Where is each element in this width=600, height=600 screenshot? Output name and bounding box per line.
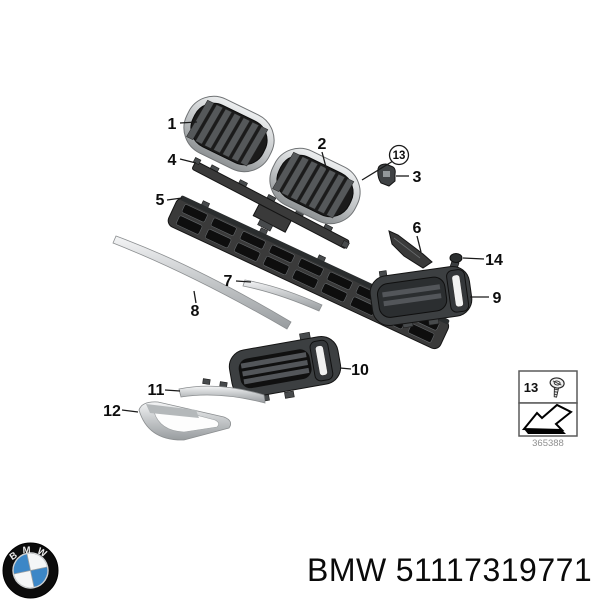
bmw-roundel-quadrants bbox=[12, 552, 49, 589]
callout-5: 5 bbox=[156, 192, 165, 209]
callout-11: 11 bbox=[148, 382, 165, 399]
callout-2: 2 bbox=[318, 136, 327, 153]
callout-12: 12 bbox=[103, 403, 121, 420]
callout-4: 4 bbox=[168, 152, 177, 169]
callout-1: 1 bbox=[168, 116, 177, 133]
callout-7: 7 bbox=[224, 273, 233, 290]
part-7-chrome-strip bbox=[242, 279, 323, 312]
part-4-upper-grille-bar bbox=[192, 157, 350, 249]
arrow-down-left-icon bbox=[521, 403, 573, 434]
part-8-chrome-strip bbox=[112, 235, 292, 330]
part-11-chrome-strip bbox=[178, 378, 266, 404]
part-3-mounting-bracket bbox=[377, 163, 396, 187]
bmw-logo: BMW bbox=[2, 542, 59, 599]
callout-labels: 1 2 3 4 5 6 7 8 9 10 11 12 14 bbox=[103, 116, 503, 420]
grille-slats bbox=[272, 151, 355, 219]
hardware-inset-box: 13 365388 bbox=[518, 370, 578, 449]
inset-label-13: 13 bbox=[524, 380, 538, 395]
callout-8: 8 bbox=[191, 303, 200, 320]
screw-icon bbox=[549, 377, 565, 398]
callout-14: 14 bbox=[485, 252, 503, 269]
brand-text: BMW bbox=[307, 552, 387, 588]
part-6-corner-trim bbox=[388, 230, 433, 269]
part-12-chrome-surround bbox=[138, 401, 232, 441]
part-1-kidney-grille-left bbox=[183, 95, 275, 173]
callout-13-circled: 13 bbox=[388, 144, 410, 166]
callout-6: 6 bbox=[413, 220, 422, 237]
callout-3: 3 bbox=[413, 169, 422, 186]
part-9-fog-grille-right bbox=[369, 265, 473, 329]
part-2-kidney-grille-right bbox=[269, 147, 361, 225]
leader-lines bbox=[121, 121, 489, 413]
callout-9: 9 bbox=[493, 290, 502, 307]
callout-10: 10 bbox=[351, 362, 369, 379]
callout-13-text: 13 bbox=[393, 150, 406, 162]
part-10-fog-grille-left bbox=[228, 331, 342, 403]
inset-diagram-code: 365388 bbox=[532, 438, 564, 449]
part-number-value: 51117319771 bbox=[396, 552, 593, 588]
grille-slats bbox=[186, 99, 269, 167]
